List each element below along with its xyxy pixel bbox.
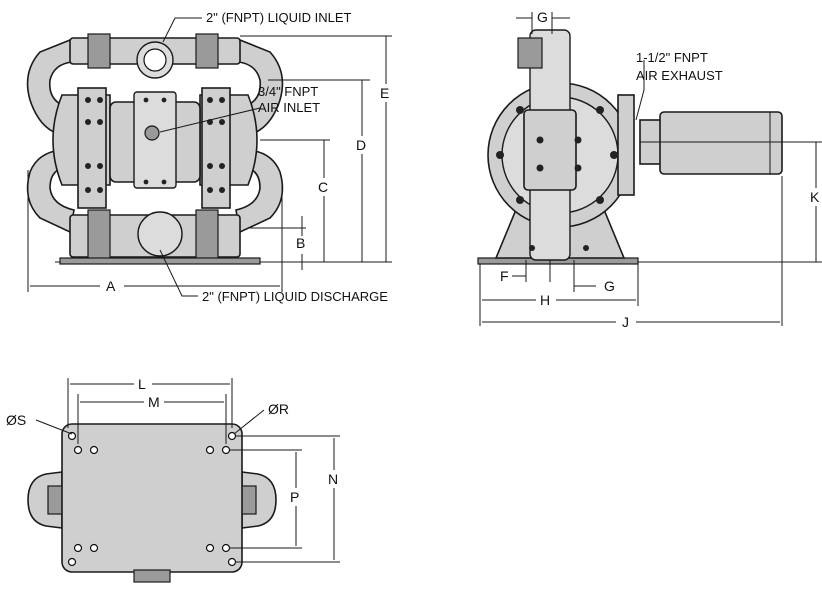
inlet-clamp-right	[195, 33, 219, 69]
dim-c-label: C	[318, 179, 328, 195]
dim-l-label: L	[138, 376, 146, 392]
side-exhaust-flange	[617, 94, 635, 196]
air-exhaust-label-line2: AIR EXHAUST	[636, 68, 723, 83]
liquid-inlet-bore	[143, 48, 167, 72]
bottom-view: L M ØS ØR N P	[6, 376, 340, 583]
liquid-inlet-label: 2" (FNPT) LIQUID INLET	[206, 10, 352, 25]
air-exhaust-label-line1: 1-1/2" FNPT	[636, 50, 708, 65]
dim-r-label: ØR	[268, 401, 289, 417]
air-exhaust-muffler	[659, 111, 783, 175]
dim-j-label: J	[622, 314, 629, 330]
inlet-clamp-left	[87, 33, 111, 69]
air-inlet-port	[144, 125, 160, 141]
liquid-discharge-port	[137, 211, 183, 257]
mounting-holes	[67, 431, 237, 567]
dim-a-label: A	[106, 278, 116, 294]
air-valve-body	[133, 91, 177, 189]
air-exhaust-leader	[635, 60, 645, 121]
air-inlet-label-line1: 3/4" FNPT	[258, 84, 318, 99]
side-bolts	[496, 106, 618, 251]
dim-b-label: B	[296, 235, 305, 251]
discharge-clamp-right	[195, 209, 219, 261]
dim-r-leader	[233, 409, 265, 435]
dim-s-label: ØS	[6, 412, 26, 428]
air-inlet-label-line2: AIR INLET	[258, 100, 320, 115]
side-inlet-cap	[517, 37, 543, 69]
dim-p-label: P	[290, 489, 299, 505]
dim-g-top-label: G	[537, 9, 548, 25]
liquid-discharge-label: 2" (FNPT) LIQUID DISCHARGE	[202, 289, 388, 304]
base-plate	[59, 257, 261, 265]
front-bolts	[85, 97, 225, 193]
dim-h-label: H	[540, 292, 550, 308]
air-inlet-leader	[159, 107, 261, 133]
dim-d-label: D	[356, 137, 366, 153]
discharge-clamp-left	[87, 209, 111, 261]
front-view: 2" (FNPT) LIQUID INLET 3/4" FNPT AIR INL…	[26, 10, 392, 304]
liquid-discharge-leader	[159, 249, 198, 297]
base-plate-bottom	[61, 423, 243, 573]
bottom-tab	[133, 569, 171, 583]
dim-f-label: F	[500, 268, 509, 284]
dim-s-leader	[35, 419, 73, 435]
dim-m-label: M	[148, 394, 160, 410]
dim-n-label: N	[328, 471, 338, 487]
dim-k-label: K	[810, 189, 820, 205]
side-center-block	[523, 109, 577, 191]
side-view: 1-1/2" FNPT AIR EXHAUST G F G H J K	[477, 9, 822, 330]
clamp-band-right	[201, 87, 231, 209]
dim-g-bottom-label: G	[604, 278, 615, 294]
dim-e-label: E	[380, 85, 389, 101]
liquid-inlet-leader	[162, 17, 202, 43]
